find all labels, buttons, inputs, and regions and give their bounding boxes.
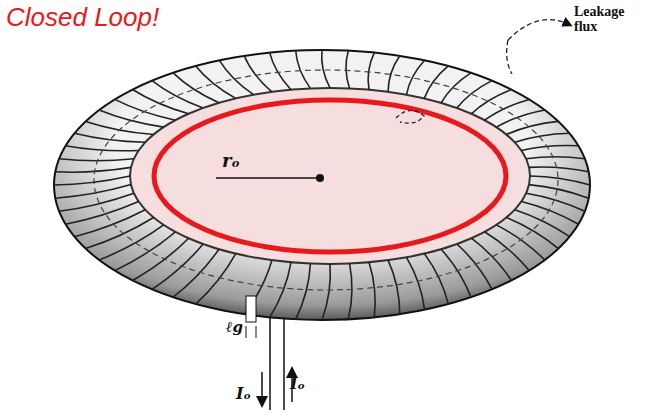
winding-turn: [59, 159, 134, 161]
winding-turn: [115, 99, 176, 120]
radius-line: [216, 177, 318, 179]
winding-turn: [173, 73, 219, 103]
winding-turn: [66, 146, 139, 151]
winding-turn: [521, 146, 578, 151]
gap-tick: [256, 326, 257, 338]
winding-turn: [424, 66, 448, 99]
winding-turn: [348, 264, 352, 320]
winding-turn: [152, 244, 203, 289]
current-label: Iₒ: [236, 384, 251, 403]
winding-turn: [55, 167, 131, 172]
winding-turn: [173, 249, 219, 297]
flux-label: Leakage flux: [574, 4, 638, 35]
leakage-flux-arc: [507, 40, 512, 74]
winding-turn: [529, 167, 589, 172]
radius-label: rₒ: [222, 150, 240, 171]
lead-wire: [283, 318, 285, 410]
lead-wire: [269, 318, 271, 410]
winding-turn: [55, 185, 131, 199]
current-label: Iₒ: [290, 374, 305, 393]
gap-label: ℓg: [226, 318, 243, 336]
winding-turn: [530, 176, 590, 185]
current-arrow: [261, 372, 263, 402]
winding-turn: [441, 249, 471, 297]
winding-turn: [471, 238, 511, 280]
winding-turn: [368, 53, 374, 90]
winding-turn: [457, 244, 492, 289]
winding-turn: [296, 51, 311, 89]
winding-turn: [457, 81, 492, 108]
winding-turn: [521, 202, 578, 225]
leakage-loop: [396, 110, 424, 123]
flux-path: [94, 70, 558, 290]
winding-turn: [369, 262, 375, 317]
winding-turn: [74, 210, 145, 237]
winding-turn: [133, 238, 189, 280]
winding-turn: [471, 90, 511, 114]
winding-turn: [196, 254, 236, 305]
air-gap: [246, 296, 256, 322]
center-dot: [316, 174, 324, 182]
annotation: Closed Loop!: [6, 2, 159, 33]
winding-turn: [496, 225, 545, 260]
leakage-flux-arc: [508, 20, 568, 40]
winding-turn: [133, 90, 189, 114]
winding-turn: [66, 202, 139, 225]
toroid-hole: [130, 88, 530, 264]
winding-turn: [196, 66, 236, 99]
winding-turn: [485, 232, 530, 271]
winding-turn: [54, 176, 130, 185]
winding-turn: [506, 121, 558, 134]
winding-turn: [322, 50, 330, 88]
winding-turn: [407, 257, 425, 309]
winding-turn: [526, 193, 585, 211]
gap-tick: [246, 326, 247, 338]
winding-turn: [515, 210, 570, 237]
closed-loop-ellipse: [154, 100, 506, 252]
winding-turn: [270, 262, 291, 317]
winding-turn: [59, 193, 134, 211]
winding-turn: [296, 264, 311, 320]
winding-turn: [74, 133, 145, 142]
toroid-core: [54, 50, 590, 320]
winding-turn: [99, 110, 164, 127]
winding-turn: [346, 51, 350, 89]
winding-turn: [526, 157, 585, 159]
winding-turn: [322, 264, 330, 320]
windings: [54, 50, 590, 320]
winding-turn: [388, 260, 400, 314]
